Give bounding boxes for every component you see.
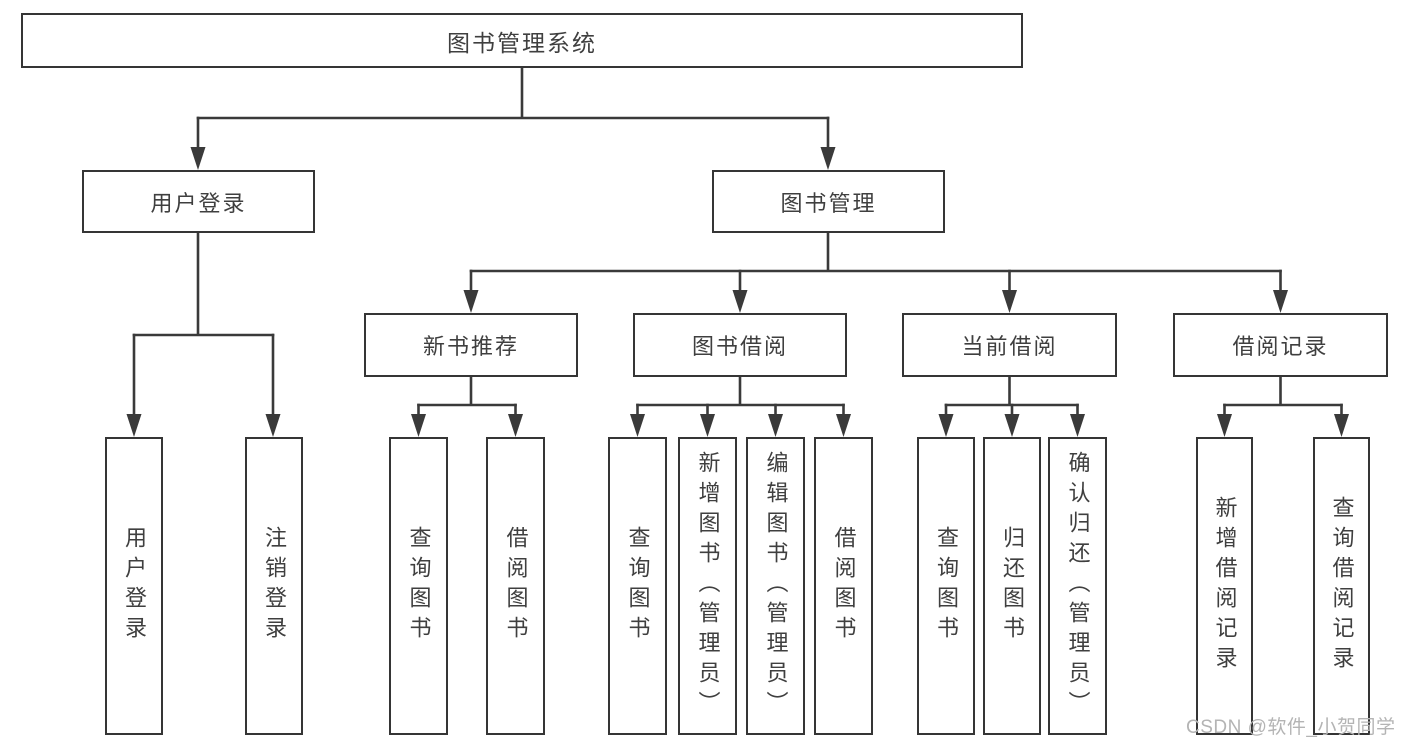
leaf-label: 查询图书 bbox=[406, 526, 432, 646]
leaf-label: 查询图书 bbox=[934, 526, 959, 646]
leaf-label: 新增图书（管理员） bbox=[695, 451, 721, 721]
node-borrow-records: 借阅记录 bbox=[1173, 313, 1388, 377]
leaf-confirm-return-admin: 确认归还（管理员） bbox=[1048, 437, 1107, 735]
node-book-management: 图书管理 bbox=[712, 170, 945, 233]
leaf-label: 借阅图书 bbox=[503, 526, 529, 646]
node-root: 图书管理系统 bbox=[21, 13, 1023, 68]
leaf-borrow-books-recommend: 借阅图书 bbox=[486, 437, 545, 735]
leaf-label: 归还图书 bbox=[1000, 526, 1025, 646]
leaf-borrow-books: 借阅图书 bbox=[814, 437, 873, 735]
leaf-query-books-recommend: 查询图书 bbox=[389, 437, 448, 735]
leaf-label: 编辑图书（管理员） bbox=[763, 451, 789, 721]
node-book-borrow: 图书借阅 bbox=[633, 313, 847, 377]
leaf-label: 查询图书 bbox=[625, 526, 651, 646]
node-user-login: 用户登录 bbox=[82, 170, 315, 233]
leaf-label: 查询借阅记录 bbox=[1329, 496, 1355, 676]
leaf-edit-books-admin: 编辑图书（管理员） bbox=[746, 437, 805, 735]
node-current-borrow: 当前借阅 bbox=[902, 313, 1117, 377]
leaf-query-borrow-record: 查询借阅记录 bbox=[1313, 437, 1370, 735]
leaf-label: 新增借阅记录 bbox=[1212, 496, 1238, 676]
leaf-add-borrow-record: 新增借阅记录 bbox=[1196, 437, 1253, 735]
node-new-book-recommend: 新书推荐 bbox=[364, 313, 578, 377]
csdn-watermark: CSDN @软件_小贺同学 bbox=[1186, 717, 1396, 738]
leaf-label: 注销登录 bbox=[262, 526, 287, 646]
leaf-query-books-borrow: 查询图书 bbox=[608, 437, 667, 735]
leaf-label: 用户登录 bbox=[122, 526, 147, 646]
leaf-return-books: 归还图书 bbox=[983, 437, 1041, 735]
leaf-label: 借阅图书 bbox=[831, 526, 857, 646]
leaf-query-books-current: 查询图书 bbox=[917, 437, 975, 735]
leaf-add-books-admin: 新增图书（管理员） bbox=[678, 437, 737, 735]
leaf-user-login: 用户登录 bbox=[105, 437, 163, 735]
leaf-logout: 注销登录 bbox=[245, 437, 303, 735]
leaf-label: 确认归还（管理员） bbox=[1065, 451, 1091, 721]
